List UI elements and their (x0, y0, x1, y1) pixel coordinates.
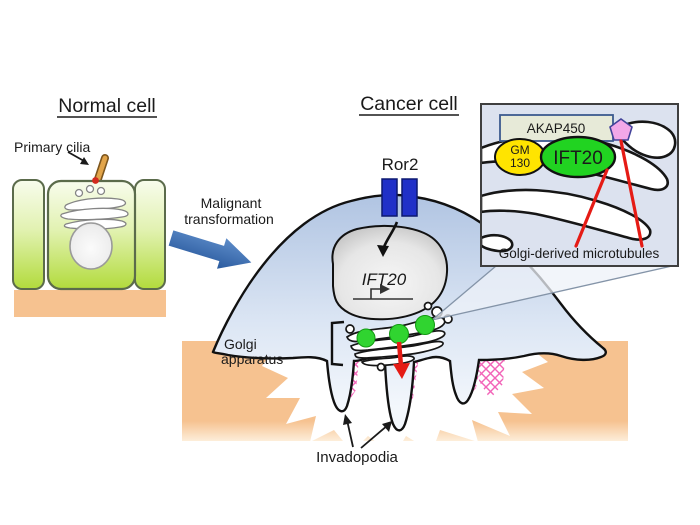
cilium-base-dot (92, 177, 99, 184)
inset-ift20-label: IFT20 (553, 148, 603, 169)
microtubule-line (619, 139, 644, 248)
golgi-cisterna (482, 188, 652, 241)
golgi-apparatus-label-line1: Golgi (224, 336, 257, 352)
promoter-arrowhead-icon (380, 284, 390, 294)
primary-cilia-arrow (67, 151, 85, 162)
inset-callout-line (431, 265, 497, 321)
cancer-cell-title: Cancer cell (360, 93, 458, 115)
golgi-cisterna (60, 207, 129, 221)
golgi-cisterna (64, 197, 127, 211)
inset-caption: Golgi-derived microtubules (499, 246, 660, 261)
ift20-vesicle (389, 324, 409, 344)
primary-cilium (94, 155, 108, 185)
neighbor-cell-right (134, 179, 166, 290)
golgi-cisterna (482, 233, 514, 253)
ror2-receptor-bar (401, 178, 418, 217)
golgi-apparatus-label-line2: apparatus (221, 351, 283, 367)
transformation-arrow-icon (168, 230, 252, 269)
ift20-vesicle (356, 328, 376, 348)
invadopodia-arrowhead-icon (343, 414, 352, 425)
cancer-nucleus (331, 224, 449, 321)
primary-cilia-label: Primary cilia (14, 139, 90, 155)
transformation-label-line2: transformation (184, 211, 273, 227)
ror2-label: Ror2 (382, 155, 419, 174)
normal-basement-membrane (14, 290, 166, 317)
golgi-bracket (330, 320, 345, 367)
ift20-vesicle (415, 315, 435, 335)
transformation-label-line1: Malignant (201, 195, 262, 211)
ror2-receptor-bar (381, 178, 398, 217)
golgi-vesicle (345, 324, 355, 334)
golgi-curl (85, 184, 95, 194)
ift20-ellipse (539, 135, 617, 179)
golgi-curl (74, 188, 84, 198)
ecm-crosshatch-patch (479, 357, 505, 399)
microtubule-line (574, 168, 609, 248)
akap450-label: AKAP450 (527, 121, 586, 136)
invadopodia-arrow (346, 419, 354, 448)
neighbor-cell-left (12, 179, 45, 290)
invadopodia-label: Invadopodia (316, 449, 398, 466)
golgi-to-invadopodium-arrow (396, 341, 404, 367)
signal-arrowhead-icon (377, 245, 389, 257)
promoter-arrow (370, 288, 381, 299)
signal-arrow (382, 221, 399, 248)
inset-callout-line (431, 265, 673, 321)
ift20-gene-label: IFT20 (362, 270, 407, 289)
gm130-label-line1: GM (510, 143, 529, 157)
block-arrow (168, 230, 252, 269)
invadopodia-arrow (360, 424, 389, 449)
primary-cilia-arrowhead-icon (80, 157, 89, 165)
normal-cell-title: Normal cell (58, 95, 156, 117)
golgi-curl (96, 186, 106, 196)
normal-nucleus (69, 222, 113, 270)
gm130-label-line2: 130 (510, 156, 530, 170)
red-arrowhead-icon (393, 363, 410, 379)
golgi-vesicle (376, 362, 386, 372)
golgi-vesicle (423, 301, 433, 311)
invadopodia-arrowhead-icon (382, 421, 392, 432)
